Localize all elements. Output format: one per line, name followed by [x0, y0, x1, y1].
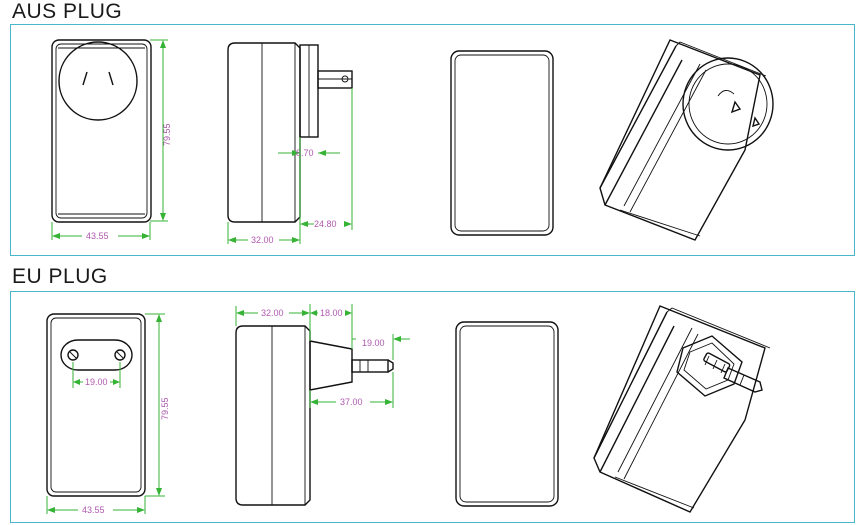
eu-front-view: 19.00 79.55 43.55: [46, 313, 170, 515]
aus-front-view: 79.55 43.55: [51, 39, 172, 241]
aus-depth-dim: 32.00: [251, 235, 274, 245]
eu-width-dim: 43.55: [82, 505, 105, 515]
eu-collar-dim: 18.00: [320, 308, 343, 318]
eu-height-dim: 79.55: [160, 397, 170, 420]
eu-back-view: [455, 321, 559, 507]
aus-plug-panel: [10, 24, 855, 256]
aus-iso-view: [599, 39, 774, 241]
eu-pin-spacing-dim: 19.00: [85, 377, 108, 387]
eu-depth-dim: 32.00: [261, 308, 284, 318]
eu-plug-panel: [10, 291, 855, 523]
eu-iso-view: [593, 305, 771, 513]
aus-side-view: 8.70 24.80 32.00: [227, 42, 353, 245]
aus-height-dim: 79.55: [162, 123, 172, 146]
eu-pin-total-dim: 37.00: [340, 397, 363, 407]
eu-pin-offset-dim: 19.00: [362, 338, 385, 348]
eu-plug-title: EU PLUG: [12, 265, 108, 288]
aus-pin-thickness-dim: 8.70: [296, 148, 314, 158]
eu-side-view: 32.00 18.00 19.00 37.00: [235, 304, 410, 506]
aus-pin-length-dim: 24.80: [314, 219, 337, 229]
aus-plug-title: AUS PLUG: [12, 0, 123, 23]
aus-back-view: [450, 50, 554, 236]
aus-width-dim: 43.55: [86, 231, 109, 241]
